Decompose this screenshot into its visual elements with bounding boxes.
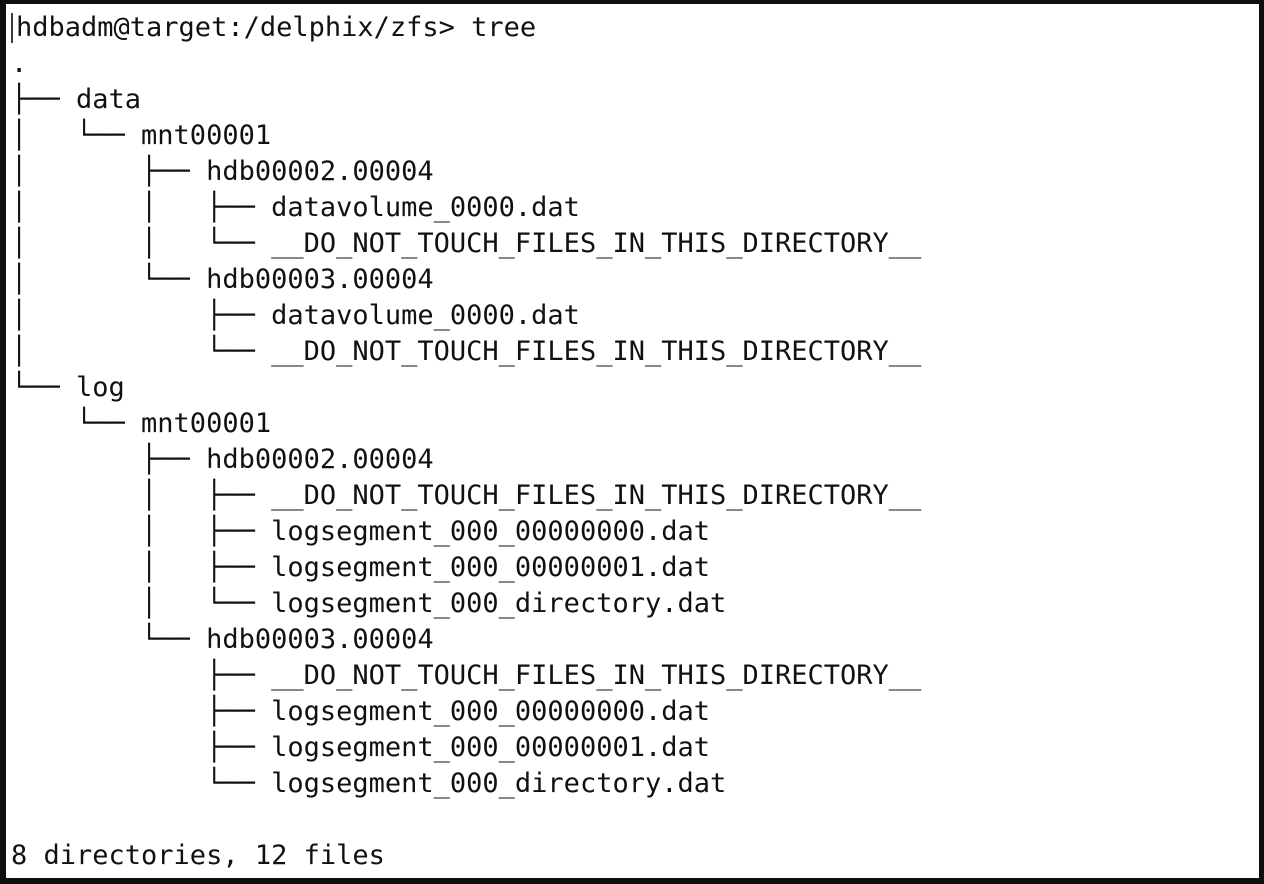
tree-line: │ ├── datavolume_0000.dat bbox=[11, 300, 580, 331]
tree-line: │ │ ├── datavolume_0000.dat bbox=[11, 192, 580, 223]
tree-line: ├── hdb00002.00004 bbox=[11, 444, 434, 475]
tree-line: └── logsegment_000_directory.dat bbox=[11, 768, 727, 799]
tree-line: │ ├── hdb00002.00004 bbox=[11, 156, 434, 187]
tree-line bbox=[11, 802, 1255, 838]
tree-line: │ └── hdb00003.00004 bbox=[11, 264, 434, 295]
tree-line: │ ├── logsegment_000_00000001.dat bbox=[11, 552, 710, 583]
tree-line: ├── logsegment_000_00000001.dat bbox=[11, 732, 710, 763]
tree-line: ├── logsegment_000_00000000.dat bbox=[11, 696, 710, 727]
tree-line: . bbox=[11, 48, 28, 79]
text-cursor-bar bbox=[11, 13, 13, 43]
summary-line: 8 directories, 12 files bbox=[11, 840, 385, 871]
tree-line: │ └── logsegment_000_directory.dat bbox=[11, 588, 727, 619]
prompt-text: hdbadm@target:/delphix/zfs> tree bbox=[16, 12, 537, 43]
tree-line: │ └── mnt00001 bbox=[11, 120, 272, 151]
tree-line: └── log bbox=[11, 372, 125, 403]
tree-line: ├── __DO_NOT_TOUCH_FILES_IN_THIS_DIRECTO… bbox=[11, 660, 922, 691]
tree-line: └── hdb00003.00004 bbox=[11, 624, 434, 655]
tree-line: │ │ └── __DO_NOT_TOUCH_FILES_IN_THIS_DIR… bbox=[11, 228, 922, 259]
tree-line: ├── data bbox=[11, 84, 142, 115]
tree-line: │ └── __DO_NOT_TOUCH_FILES_IN_THIS_DIREC… bbox=[11, 336, 922, 367]
tree-line: │ ├── __DO_NOT_TOUCH_FILES_IN_THIS_DIREC… bbox=[11, 480, 922, 511]
prompt-line: hdbadm@target:/delphix/zfs> tree bbox=[11, 10, 1255, 46]
tree-output: . ├── data │ └── mnt00001 │ ├── hdb00002.00… bbox=[11, 46, 1255, 838]
tree-line: └── mnt00001 bbox=[11, 408, 272, 439]
tree-line: │ ├── logsegment_000_00000000.dat bbox=[11, 516, 710, 547]
